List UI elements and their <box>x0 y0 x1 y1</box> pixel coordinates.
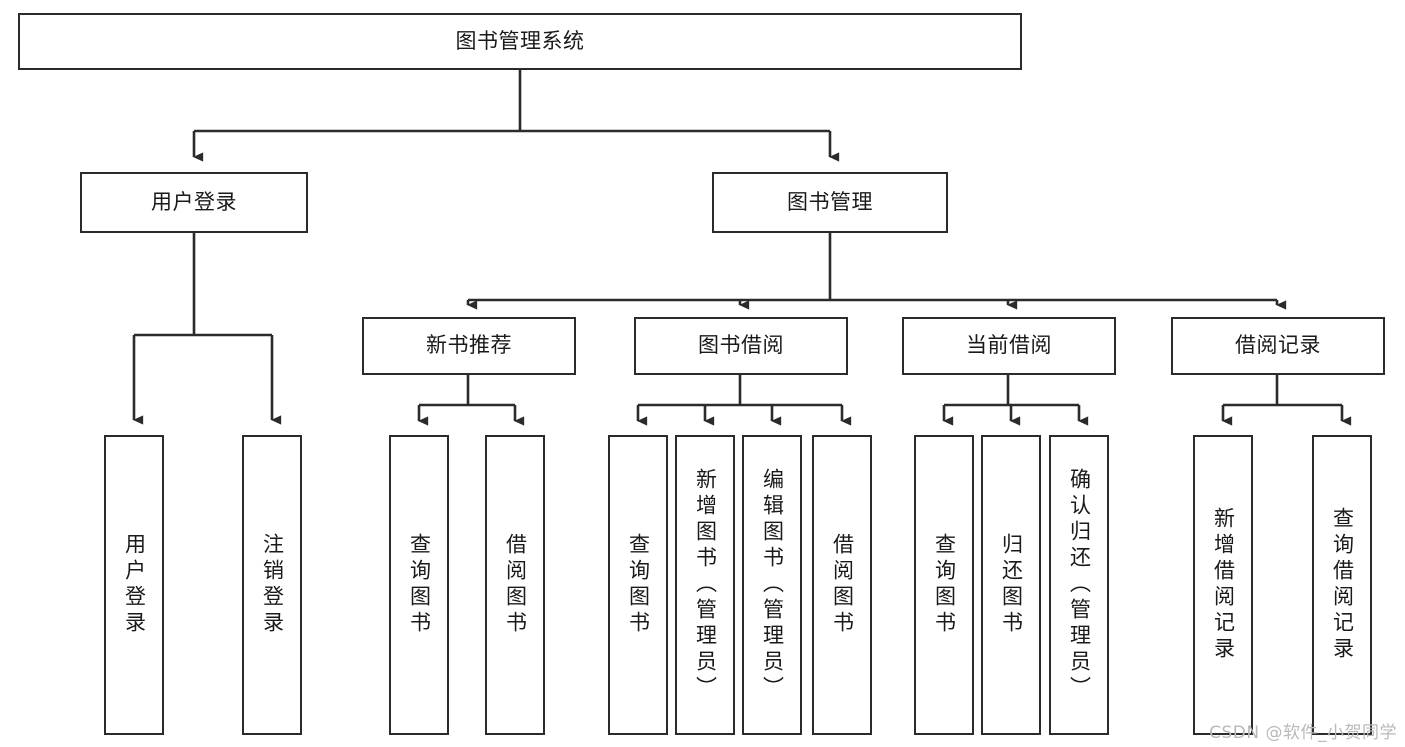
leaf-borrow-borrow-book[interactable]: 借阅图书 <box>812 435 872 735</box>
leaf-borrow-add-book[interactable]: 新增图书（管理员） <box>675 435 735 735</box>
leaf-current-return-book[interactable]: 归还图书 <box>981 435 1041 735</box>
node-label: 图书管理 <box>787 189 873 214</box>
node-borrow-records[interactable]: 借阅记录 <box>1171 317 1385 375</box>
node-label: 编辑图书（管理员） <box>760 468 785 702</box>
leaf-recommend-query-book[interactable]: 查询图书 <box>389 435 449 735</box>
node-label: 新增借阅记录 <box>1211 507 1236 663</box>
node-label: 归还图书 <box>999 533 1024 637</box>
node-label: 新增图书（管理员） <box>693 468 718 702</box>
node-label: 图书借阅 <box>698 333 784 358</box>
node-label: 借阅图书 <box>503 533 528 637</box>
leaf-record-add[interactable]: 新增借阅记录 <box>1193 435 1253 735</box>
node-book-management[interactable]: 图书管理 <box>712 172 948 233</box>
node-book-borrowing[interactable]: 图书借阅 <box>634 317 848 375</box>
leaf-borrow-edit-book[interactable]: 编辑图书（管理员） <box>742 435 802 735</box>
node-label: 查询图书 <box>407 533 432 637</box>
node-label: 确认归还（管理员） <box>1067 468 1092 702</box>
node-label: 用户登录 <box>122 533 147 637</box>
node-root-system[interactable]: 图书管理系统 <box>18 13 1022 70</box>
leaf-user-login[interactable]: 用户登录 <box>104 435 164 735</box>
node-label: 图书管理系统 <box>455 28 585 53</box>
node-current-borrowing[interactable]: 当前借阅 <box>902 317 1116 375</box>
leaf-current-query-book[interactable]: 查询图书 <box>914 435 974 735</box>
node-new-book-recommendation[interactable]: 新书推荐 <box>362 317 576 375</box>
node-label: 当前借阅 <box>966 333 1052 358</box>
node-label: 借阅图书 <box>830 533 855 637</box>
node-label: 新书推荐 <box>426 333 512 358</box>
node-user-login[interactable]: 用户登录 <box>80 172 308 233</box>
node-label: 查询图书 <box>932 533 957 637</box>
node-label: 借阅记录 <box>1235 333 1321 358</box>
node-label: 用户登录 <box>151 189 237 214</box>
leaf-recommend-borrow-book[interactable]: 借阅图书 <box>485 435 545 735</box>
csdn-watermark: CSDN @软件_小贺同学 <box>1209 723 1397 743</box>
leaf-record-query[interactable]: 查询借阅记录 <box>1312 435 1372 735</box>
node-label: 查询图书 <box>626 533 651 637</box>
node-label: 查询借阅记录 <box>1330 507 1355 663</box>
leaf-current-confirm-return[interactable]: 确认归还（管理员） <box>1049 435 1109 735</box>
leaf-user-logout[interactable]: 注销登录 <box>242 435 302 735</box>
leaf-borrow-query-book[interactable]: 查询图书 <box>608 435 668 735</box>
node-label: 注销登录 <box>260 533 285 637</box>
